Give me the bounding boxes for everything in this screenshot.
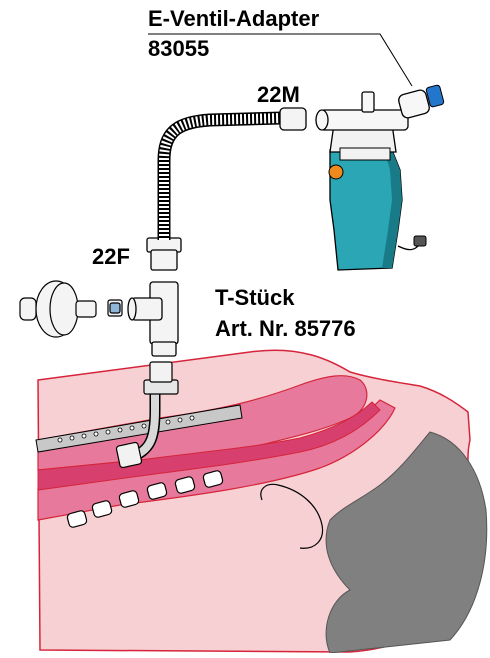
t-piece [128,282,178,356]
adapter-number-label: 83055 [148,38,209,60]
connector-22f-label: 22F [92,246,130,268]
connector-22m-label: 22M [257,84,300,106]
filter [20,281,96,337]
e-ventil-adapter [397,85,444,120]
small-connector [108,300,122,316]
adapter-label: E-Ventil-Adapter [148,8,319,30]
patient-head [36,350,487,653]
t-piece-label: T-Stück [215,287,294,309]
t-piece-number-label: Art. Nr. 85776 [215,318,356,340]
corrugated-tube [164,108,306,240]
connector-22f [147,238,181,270]
nebulizer [316,85,444,270]
